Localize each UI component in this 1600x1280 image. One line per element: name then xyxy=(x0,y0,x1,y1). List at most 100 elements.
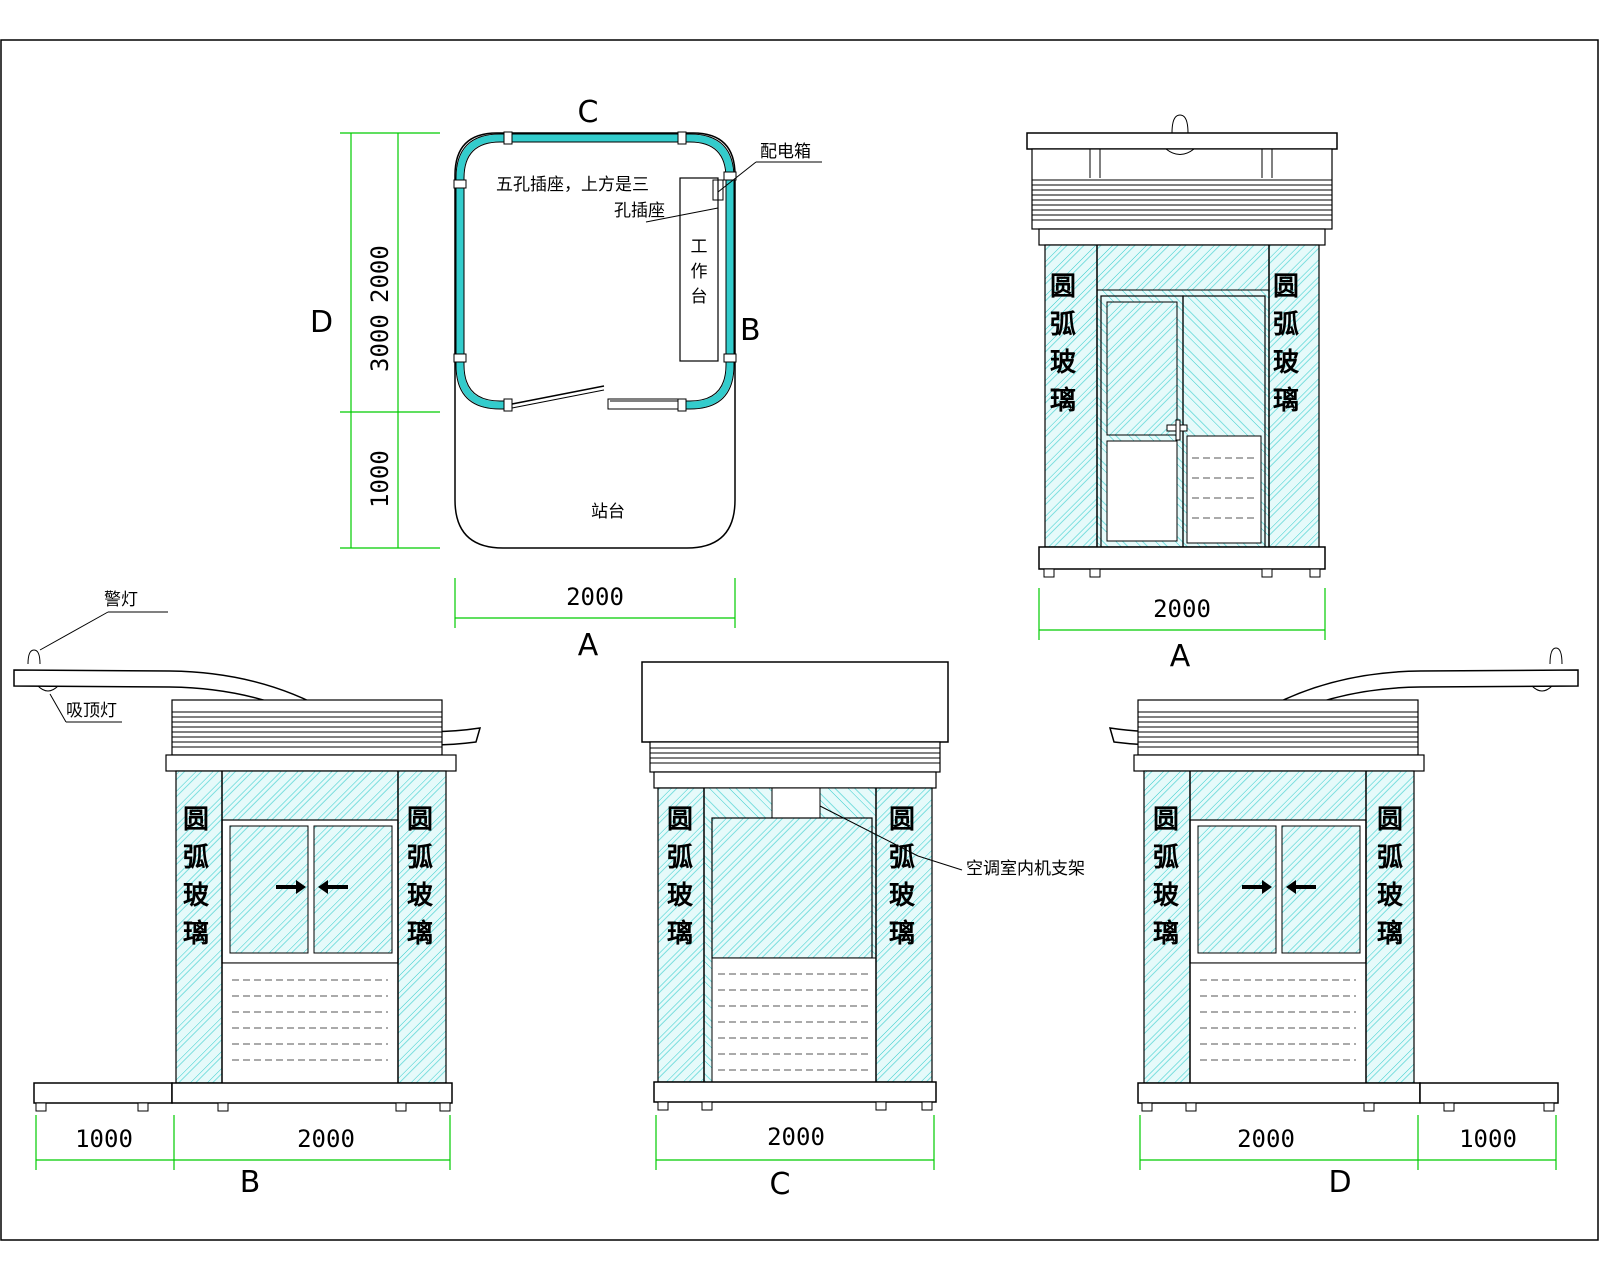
plan-door xyxy=(511,385,605,405)
view-d-dim-left: 2000 xyxy=(1237,1125,1295,1153)
plan-dimensions xyxy=(340,132,736,628)
view-b-warning-light xyxy=(27,649,41,665)
view-c-fascia xyxy=(649,741,941,773)
view-b-label: B xyxy=(240,1165,261,1200)
view-a-fascia xyxy=(1031,148,1333,230)
view-c-glass-right-3: 玻 xyxy=(889,881,916,911)
view-b-glass-right-2: 弧 xyxy=(407,843,433,873)
plan-front-glass xyxy=(607,398,679,410)
view-c-glass-left-4: 璃 xyxy=(667,918,693,949)
view-c-glass-left-3: 玻 xyxy=(667,881,694,911)
elevation-c xyxy=(641,661,963,1170)
view-d-slide-arrow-right xyxy=(1242,880,1272,894)
view-b-glass-left-3: 玻 xyxy=(183,881,210,911)
plan-cabin-wall-right xyxy=(456,134,734,409)
plan-dim-platform: 1000 xyxy=(366,450,394,508)
view-d-glass-left-3: 玻 xyxy=(1153,881,1180,911)
view-a-roof xyxy=(1026,132,1338,150)
view-c-ac-bracket-label: 空调室内机支架 xyxy=(966,859,1085,879)
view-c-label: C xyxy=(770,1167,791,1202)
view-a-glass-left-2: 弧 xyxy=(1050,310,1076,340)
view-d-glass-right-1: 圆 xyxy=(1377,805,1403,835)
power-box-leader xyxy=(717,161,757,193)
plan-label-a: A xyxy=(578,628,599,663)
view-d-glass-left-2: 弧 xyxy=(1153,843,1179,873)
elevation-a xyxy=(1026,114,1338,640)
view-c-ac-bracket xyxy=(771,787,821,819)
view-b-slide-arrow-left xyxy=(318,880,348,894)
view-d-platform xyxy=(1419,1082,1559,1104)
view-a-glass-left-4: 璃 xyxy=(1050,385,1076,416)
plan-cabin-wall-left xyxy=(456,178,510,409)
sheet-border xyxy=(0,39,1599,1241)
view-a-louvres xyxy=(1032,179,1332,221)
view-b-glass-right-1: 圆 xyxy=(407,805,433,835)
view-a-label: A xyxy=(1170,639,1191,674)
view-c-dim-width: 2000 xyxy=(767,1123,825,1151)
view-c-window xyxy=(711,817,873,959)
plan-dim-cabin: 2000 xyxy=(366,245,394,303)
plan-view xyxy=(453,131,822,549)
view-a-glass-right-1: 圆 xyxy=(1273,272,1299,302)
view-c-ac-unit xyxy=(641,661,949,743)
plan-power-box xyxy=(712,179,724,201)
plan-dim-total: 3000 xyxy=(366,314,394,372)
view-c-lower-panel xyxy=(711,957,877,1083)
view-c-glass-right-2: 弧 xyxy=(889,843,915,873)
plan-label-d: D xyxy=(310,305,333,340)
view-b-dim-right: 2000 xyxy=(297,1125,355,1153)
view-a-glass-right-2: 弧 xyxy=(1273,310,1299,340)
plan-platform-label: 站台 xyxy=(591,502,625,522)
view-b-ceiling-light-label: 吸顶灯 xyxy=(66,701,117,721)
view-b-ceiling-light xyxy=(37,685,59,692)
view-d-glass-right-2: 弧 xyxy=(1377,843,1403,873)
view-a-lower-panel xyxy=(1186,435,1262,544)
plan-workbench-label-1: 工 xyxy=(691,237,708,257)
plan-workbench-label-3: 台 xyxy=(691,287,708,307)
view-d-warning-light xyxy=(1549,647,1563,665)
view-c-glass-right-1: 圆 xyxy=(889,805,915,835)
view-a-warning-light xyxy=(1171,114,1189,134)
view-b-dim-left: 1000 xyxy=(75,1125,133,1153)
plan-workbench-label-2: 作 xyxy=(691,262,708,282)
view-d-dim-right: 1000 xyxy=(1459,1125,1517,1153)
socket-leader xyxy=(645,207,719,223)
view-c-glass-left-2: 弧 xyxy=(667,843,693,873)
plan-workbench xyxy=(679,177,719,362)
plan-socket-note-2: 孔插座 xyxy=(614,201,665,221)
view-c-glass-right-4: 璃 xyxy=(889,918,915,949)
view-c-glass-left-1: 圆 xyxy=(667,805,693,835)
plan-socket-note-1: 五孔插座，上方是三 xyxy=(496,175,649,195)
view-a-glass-right-4: 璃 xyxy=(1273,385,1299,416)
view-d-label: D xyxy=(1328,1165,1351,1200)
plan-outline xyxy=(454,132,736,549)
view-b-glass-right-3: 玻 xyxy=(407,881,434,911)
view-b-glass-left-1: 圆 xyxy=(183,805,209,835)
view-d-glass-left-4: 璃 xyxy=(1153,918,1179,949)
view-b-warning-light-label: 警灯 xyxy=(104,590,138,610)
plan-dim-width: 2000 xyxy=(566,583,624,611)
view-d-ceiling-light xyxy=(1531,685,1553,692)
view-b-glass-right-4: 璃 xyxy=(407,918,433,949)
view-a-base xyxy=(1038,546,1326,570)
view-a-glass-left-3: 玻 xyxy=(1050,348,1077,378)
elevation-b xyxy=(13,611,482,1170)
view-b-lower-panel xyxy=(221,962,399,1084)
view-b-glass-left-4: 璃 xyxy=(183,918,209,949)
view-d-glass-right-3: 玻 xyxy=(1377,881,1404,911)
elevation-d xyxy=(1108,647,1579,1170)
plan-power-box-label: 配电箱 xyxy=(760,142,811,162)
view-d-lower-panel xyxy=(1189,962,1367,1084)
view-a-glass-right-3: 玻 xyxy=(1273,348,1300,378)
view-b-platform xyxy=(33,1082,173,1104)
view-a-dim-width: 2000 xyxy=(1153,595,1211,623)
view-c-base xyxy=(653,1081,937,1103)
plan-label-b: B xyxy=(740,313,761,348)
view-b-slide-arrow-right xyxy=(276,880,306,894)
plan-label-c: C xyxy=(578,95,599,130)
view-d-slide-arrow-left xyxy=(1286,880,1316,894)
view-d-glass-right-4: 璃 xyxy=(1377,918,1403,949)
view-d-glass-left-1: 圆 xyxy=(1153,805,1179,835)
view-b-glass-left-2: 弧 xyxy=(183,843,209,873)
